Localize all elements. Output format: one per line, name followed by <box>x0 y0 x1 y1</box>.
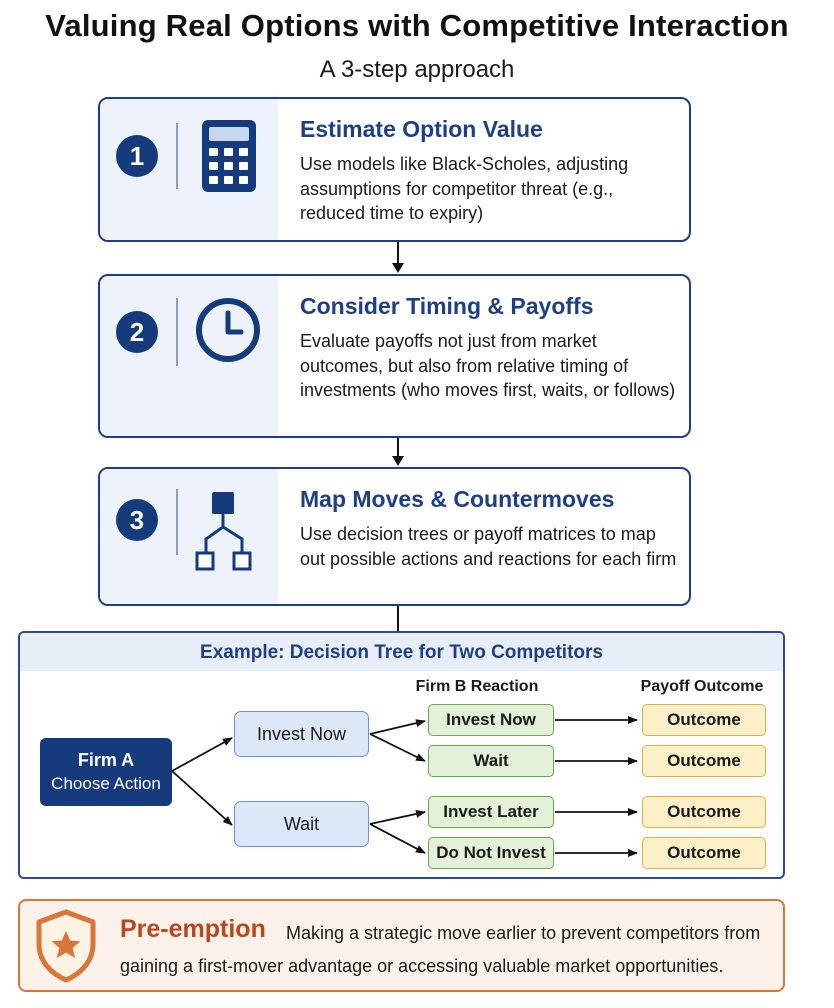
preemption-title: Pre-emption <box>120 915 266 943</box>
step-2-heading: Consider Timing & Payoffs <box>300 293 594 319</box>
step-3-heading: Map Moves & Countermoves <box>300 486 615 512</box>
step-2-icon-panel <box>100 276 278 436</box>
decision-tree-connectors <box>171 716 638 857</box>
step-2-description: Evaluate payoffs not just from market ou… <box>300 331 676 400</box>
reaction-invest-later-node: Invest Later <box>428 796 554 828</box>
step-1-number: 1 <box>116 135 158 177</box>
step-2-separator <box>176 298 178 366</box>
example-heading: Example: Decision Tree for Two Competito… <box>20 633 783 671</box>
reaction-invest-now-node: Invest Now <box>428 704 554 736</box>
payoff-outcome-header: Payoff Outcome <box>640 678 764 695</box>
outcome-node-3: Outcome <box>642 796 766 828</box>
outcome-node-2: Outcome <box>642 745 766 777</box>
step-2-card: 2 Consider Timing & Payoffs Evaluate pay… <box>98 274 691 438</box>
page-subtitle: A 3-step approach <box>319 56 515 83</box>
outcome-node-1: Outcome <box>642 704 766 736</box>
action-wait-node: Wait <box>234 801 369 847</box>
reaction-wait-node: Wait <box>428 745 554 777</box>
step-1-heading: Estimate Option Value <box>300 116 543 142</box>
step-3-separator <box>176 489 178 555</box>
preemption-description-line1: Making a strategic move earlier to preve… <box>286 923 761 943</box>
flow-arrow-3 <box>397 606 399 631</box>
step-1-description: Use models like Black-Scholes, adjusting… <box>300 154 629 223</box>
decision-tree-icon <box>188 489 260 580</box>
preemption-description-line2: gaining a first-mover advantage or acces… <box>120 956 724 976</box>
preemption-callout: Pre-emption Making a strategic move earl… <box>18 899 785 992</box>
firm-a-sublabel: Choose Action <box>51 774 161 793</box>
flow-arrowhead-1 <box>392 263 404 273</box>
reaction-do-not-invest-node: Do Not Invest <box>428 837 554 869</box>
flow-arrow-2 <box>397 438 399 457</box>
flow-arrow-1 <box>397 242 399 264</box>
firm-a-node: Firm A Choose Action <box>40 738 172 806</box>
decision-tree-example-panel: Example: Decision Tree for Two Competito… <box>18 631 785 879</box>
clock-icon <box>194 296 262 369</box>
action-invest-now-node: Invest Now <box>234 711 369 757</box>
shield-star-icon <box>34 909 98 988</box>
outcome-node-4: Outcome <box>642 837 766 869</box>
step-3-number: 3 <box>116 499 158 541</box>
step-1-card: 1 Estimate Option Value Use models like … <box>98 97 691 242</box>
step-2-number: 2 <box>116 311 158 353</box>
firm-a-label: Firm A <box>77 750 135 770</box>
step-3-description: Use decision trees or payoff matrices to… <box>300 524 677 569</box>
step-3-card: 3 Map Moves & Countermoves Use decision … <box>98 467 691 606</box>
step-1-separator <box>176 123 178 189</box>
calculator-icon <box>201 119 257 198</box>
firm-b-reaction-header: Firm B Reaction <box>415 678 539 695</box>
page-title: Valuing Real Options with Competitive In… <box>45 8 789 43</box>
flow-arrowhead-2 <box>392 456 404 466</box>
